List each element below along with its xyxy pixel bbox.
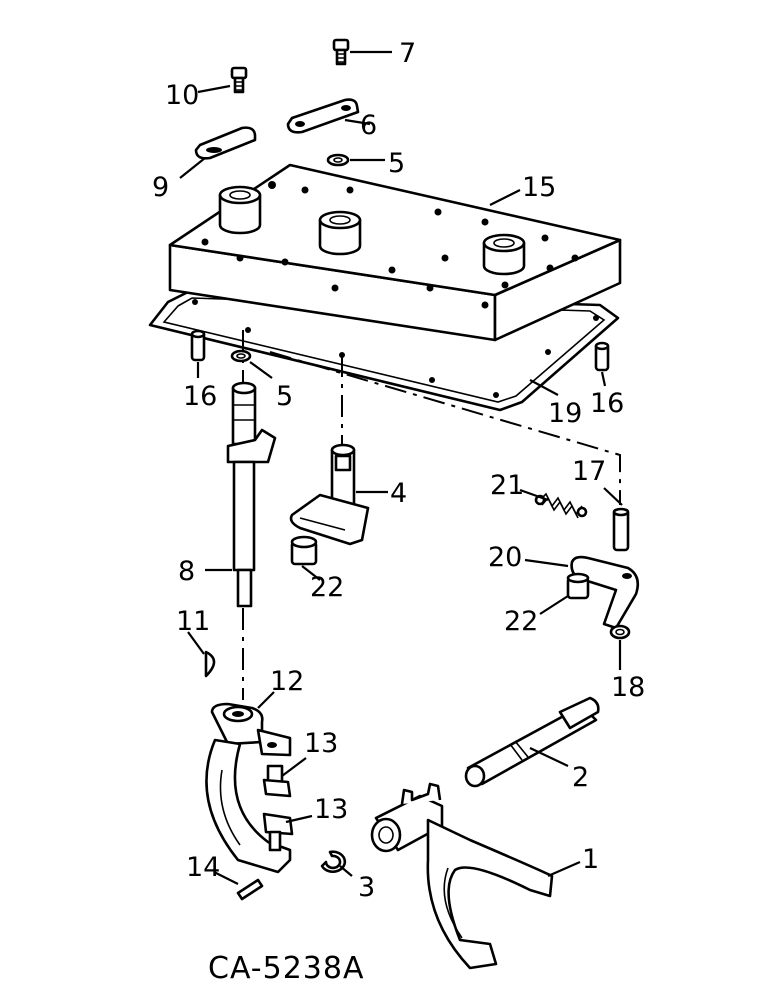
pin-17 xyxy=(612,507,630,552)
roll-pin-14 xyxy=(236,878,264,901)
callout-14: 14 xyxy=(186,852,220,883)
callout-10: 10 xyxy=(165,80,199,111)
shift-fork-1 xyxy=(370,782,554,970)
spring-21 xyxy=(534,492,588,519)
callout-13-upper: 13 xyxy=(304,728,338,759)
callout-6: 6 xyxy=(360,110,377,141)
link-plate-6 xyxy=(286,98,360,134)
nut-18 xyxy=(609,624,631,640)
callout-5-top: 5 xyxy=(388,148,405,179)
snap-ring-3 xyxy=(320,850,347,873)
callout-11: 11 xyxy=(176,606,210,637)
callout-9: 9 xyxy=(152,172,169,203)
callout-7: 7 xyxy=(399,38,416,69)
callout-17: 17 xyxy=(572,456,606,487)
boss-middle xyxy=(318,210,362,256)
lever-20 xyxy=(570,555,640,630)
shift-fork-12 xyxy=(205,702,292,874)
callout-18: 18 xyxy=(611,672,645,703)
leader-lines xyxy=(179,50,623,885)
shift-rail-2 xyxy=(464,696,600,788)
callout-13-lower: 13 xyxy=(314,794,348,825)
callout-16-right: 16 xyxy=(590,388,624,419)
callout-2: 2 xyxy=(572,762,589,793)
callout-16-left: 16 xyxy=(183,381,217,412)
washer-5-lower xyxy=(230,349,252,363)
callout-20: 20 xyxy=(488,542,522,573)
callout-4: 4 xyxy=(390,478,407,509)
callout-labels: 7 10 6 9 5 15 16 5 16 19 4 21 17 20 22 2… xyxy=(152,38,645,903)
shoe-13-lower xyxy=(262,812,294,852)
boss-left xyxy=(218,185,262,235)
callout-12: 12 xyxy=(270,666,304,697)
shift-lever-4 xyxy=(289,443,370,546)
link-plate-9 xyxy=(194,126,257,160)
washer-5-top xyxy=(326,153,350,167)
callout-8: 8 xyxy=(178,556,195,587)
cover-plate xyxy=(148,163,622,412)
callout-1: 1 xyxy=(582,844,599,875)
bolt-holes xyxy=(192,181,599,398)
callout-15: 15 xyxy=(522,172,556,203)
diagram-code: CA-5238A xyxy=(208,951,365,986)
callout-22-left: 22 xyxy=(310,572,344,603)
callout-21: 21 xyxy=(490,470,524,501)
centerline-pin-17 xyxy=(269,351,621,505)
callout-19: 19 xyxy=(548,398,582,429)
woodruff-key-11 xyxy=(204,650,216,678)
bushing-22-left xyxy=(290,535,318,566)
callout-5-lower: 5 xyxy=(276,381,293,412)
boss-right xyxy=(482,233,526,276)
callout-22-right: 22 xyxy=(504,606,538,637)
dowel-pin-16-left xyxy=(190,329,206,362)
shaft-8 xyxy=(226,381,277,608)
shoe-13-upper xyxy=(262,764,292,798)
bushing-22-right xyxy=(566,572,590,600)
dowel-pin-16-right xyxy=(594,341,610,372)
screw-7 xyxy=(332,38,350,66)
callout-3: 3 xyxy=(358,872,375,903)
screw-10 xyxy=(230,66,248,94)
